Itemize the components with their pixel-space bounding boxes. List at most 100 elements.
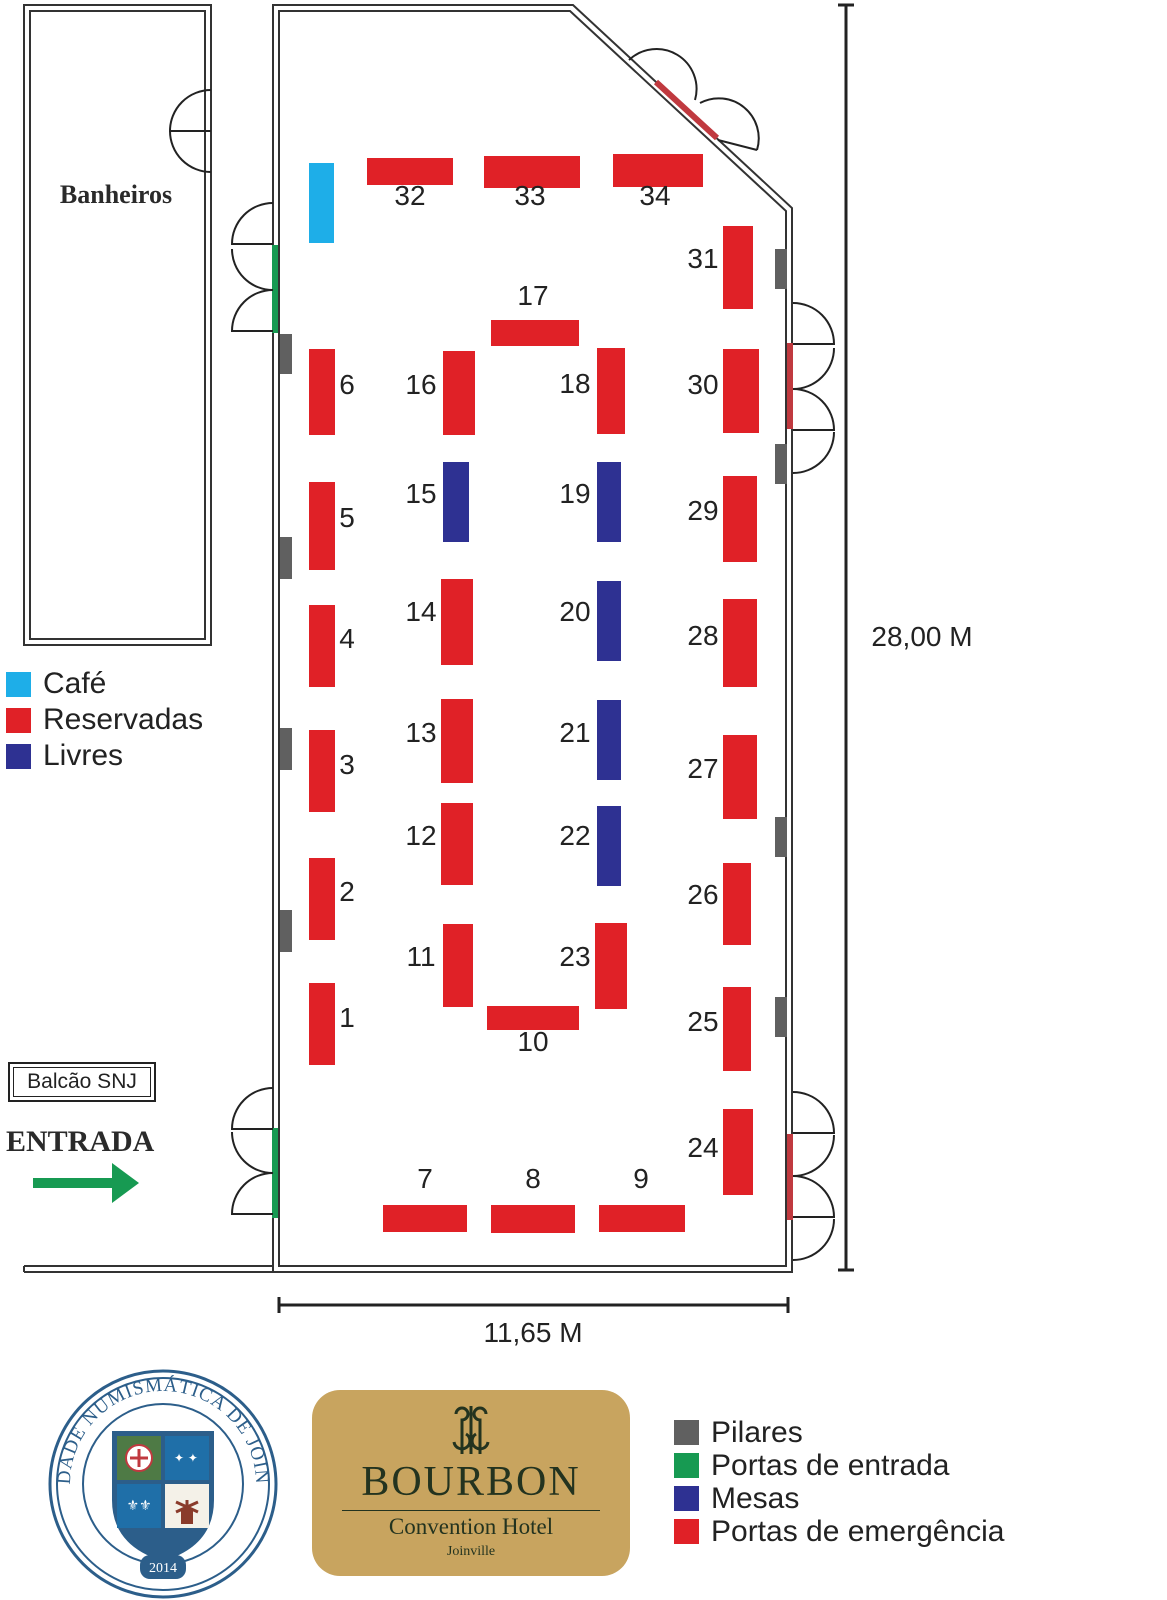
table-number-22: 22 bbox=[559, 820, 590, 851]
legend-item: Livres bbox=[6, 738, 203, 774]
table-number-8: 8 bbox=[525, 1163, 541, 1194]
bourbon-logo: BOURBON Convention Hotel Joinville bbox=[312, 1390, 630, 1576]
table-29[interactable] bbox=[723, 476, 757, 562]
table-number-4: 4 bbox=[339, 623, 355, 654]
entrance-label: ENTRADA bbox=[6, 1125, 155, 1158]
pillar bbox=[775, 249, 787, 289]
table-24[interactable] bbox=[723, 1109, 753, 1195]
table-number-11: 11 bbox=[406, 941, 435, 972]
legend-item: Café bbox=[6, 666, 203, 702]
legend-item: Mesas bbox=[674, 1482, 1005, 1515]
table-30[interactable] bbox=[723, 349, 759, 433]
legend-label: Reservadas bbox=[43, 703, 204, 736]
table-21[interactable] bbox=[597, 700, 621, 780]
pillar bbox=[280, 334, 292, 374]
table-16[interactable] bbox=[443, 351, 475, 435]
table-number-17: 17 bbox=[517, 280, 548, 311]
table-22[interactable] bbox=[597, 806, 621, 886]
table-19[interactable] bbox=[597, 462, 621, 542]
table-31[interactable] bbox=[723, 226, 753, 309]
table-number-7: 7 bbox=[417, 1163, 433, 1194]
table-5[interactable] bbox=[309, 482, 335, 570]
table-number-34: 34 bbox=[639, 180, 670, 211]
table-number-30: 30 bbox=[687, 369, 718, 400]
table-3[interactable] bbox=[309, 730, 335, 812]
table-number-29: 29 bbox=[687, 495, 718, 526]
table-23[interactable] bbox=[595, 923, 627, 1009]
table-25[interactable] bbox=[723, 987, 751, 1071]
table-number-12: 12 bbox=[405, 820, 436, 851]
table-26[interactable] bbox=[723, 863, 751, 945]
legend-label: Livres bbox=[43, 739, 124, 772]
table-number-23: 23 bbox=[559, 941, 590, 972]
table-13[interactable] bbox=[441, 699, 473, 783]
bathrooms-block: Banheiros bbox=[23, 4, 212, 646]
entrance-doors bbox=[230, 202, 278, 1218]
table-6[interactable] bbox=[309, 349, 335, 435]
bourbon-subtitle: Convention Hotel bbox=[388, 1514, 554, 1539]
pillar bbox=[775, 997, 787, 1037]
legend-swatch bbox=[6, 743, 31, 769]
pillar bbox=[280, 537, 292, 579]
bourbon-divider bbox=[342, 1510, 600, 1511]
legend-label: Portas de entrada bbox=[711, 1448, 950, 1482]
table-number-14: 14 bbox=[405, 596, 436, 627]
legend-item: Reservadas bbox=[6, 702, 203, 738]
table-33[interactable] bbox=[484, 156, 580, 188]
entrance-arrow-icon bbox=[33, 1163, 139, 1203]
cafe-area bbox=[309, 163, 334, 243]
table-1[interactable] bbox=[309, 983, 335, 1065]
table-number-28: 28 bbox=[687, 620, 718, 651]
table-number-2: 2 bbox=[339, 876, 355, 907]
legend-swatch bbox=[674, 1420, 699, 1445]
table-number-15: 15 bbox=[405, 478, 436, 509]
legend-label: Pilares bbox=[711, 1415, 803, 1449]
table-9[interactable] bbox=[599, 1205, 685, 1232]
table-32[interactable] bbox=[367, 158, 453, 185]
table-number-6: 6 bbox=[339, 369, 355, 400]
legend-label: Mesas bbox=[711, 1481, 800, 1515]
bourbon-mark-icon bbox=[452, 1406, 490, 1454]
table-number-18: 18 bbox=[559, 368, 590, 399]
table-18[interactable] bbox=[597, 348, 625, 434]
table-12[interactable] bbox=[441, 803, 473, 885]
table-10[interactable] bbox=[487, 1006, 579, 1030]
table-number-27: 27 bbox=[687, 753, 718, 784]
counter-box: Balcão SNJ bbox=[8, 1062, 156, 1102]
table-15[interactable] bbox=[443, 462, 469, 542]
table-14[interactable] bbox=[441, 579, 473, 665]
pillar bbox=[775, 817, 787, 857]
legend-item: Portas de entrada bbox=[674, 1449, 1005, 1482]
table-number-13: 13 bbox=[405, 717, 436, 748]
counter-label: Balcão SNJ bbox=[13, 1067, 151, 1097]
table-number-33: 33 bbox=[514, 180, 545, 211]
table-number-19: 19 bbox=[559, 478, 590, 509]
table-27[interactable] bbox=[723, 735, 757, 819]
legend-swatch bbox=[6, 671, 31, 697]
pillar bbox=[775, 444, 787, 484]
pillar bbox=[280, 910, 292, 952]
table-number-5: 5 bbox=[339, 502, 355, 533]
table-28[interactable] bbox=[723, 599, 757, 687]
table-number-16: 16 bbox=[405, 369, 436, 400]
table-2[interactable] bbox=[309, 858, 335, 940]
table-7[interactable] bbox=[383, 1205, 467, 1232]
hall-walls bbox=[23, 4, 793, 1273]
pillars bbox=[280, 249, 787, 1037]
table-34[interactable] bbox=[613, 154, 703, 187]
table-11[interactable] bbox=[443, 924, 473, 1007]
table-17[interactable] bbox=[491, 320, 579, 346]
table-8[interactable] bbox=[491, 1205, 575, 1233]
legend-swatch bbox=[674, 1486, 699, 1511]
table-4[interactable] bbox=[309, 605, 335, 687]
pillar bbox=[280, 728, 292, 770]
bourbon-name: BOURBON bbox=[361, 1459, 581, 1505]
table-20[interactable] bbox=[597, 581, 621, 661]
table-number-21: 21 bbox=[559, 717, 590, 748]
table-number-10: 10 bbox=[517, 1026, 548, 1057]
svg-text:⚜⚜: ⚜⚜ bbox=[126, 1498, 151, 1514]
